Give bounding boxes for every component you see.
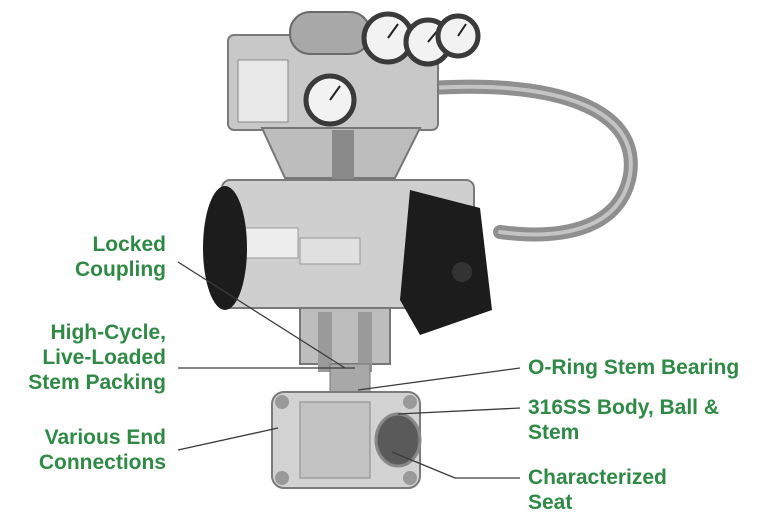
end-connection-port — [374, 412, 422, 468]
leader-line-body-ball-stem — [397, 407, 521, 415]
coupling-block — [299, 307, 391, 365]
actuator-end-cap — [203, 186, 247, 310]
leader-lines — [177, 261, 521, 479]
pressure-gauge-icon — [435, 13, 481, 59]
label-stem-packing: High-Cycle, Live-Loaded Stem Packing — [28, 321, 166, 394]
label-body-ball-stem: 316SS Body, Ball & Stem — [528, 396, 720, 444]
pressure-gauge-icon — [303, 73, 357, 127]
label-characterized-seat: Characterized Seat — [528, 466, 667, 514]
leader-line-oring-bearing — [357, 367, 521, 391]
label-end-connections: Various End Connections — [38, 426, 166, 474]
label-locked-coupling: Locked Coupling — [75, 233, 166, 281]
positioner-dome — [289, 11, 371, 55]
actuator-end-cap — [400, 190, 492, 335]
leader-line-end-connections — [177, 427, 279, 451]
label-oring-bearing: O-Ring Stem Bearing — [528, 356, 740, 379]
leader-line-locked-coupling — [177, 261, 346, 369]
